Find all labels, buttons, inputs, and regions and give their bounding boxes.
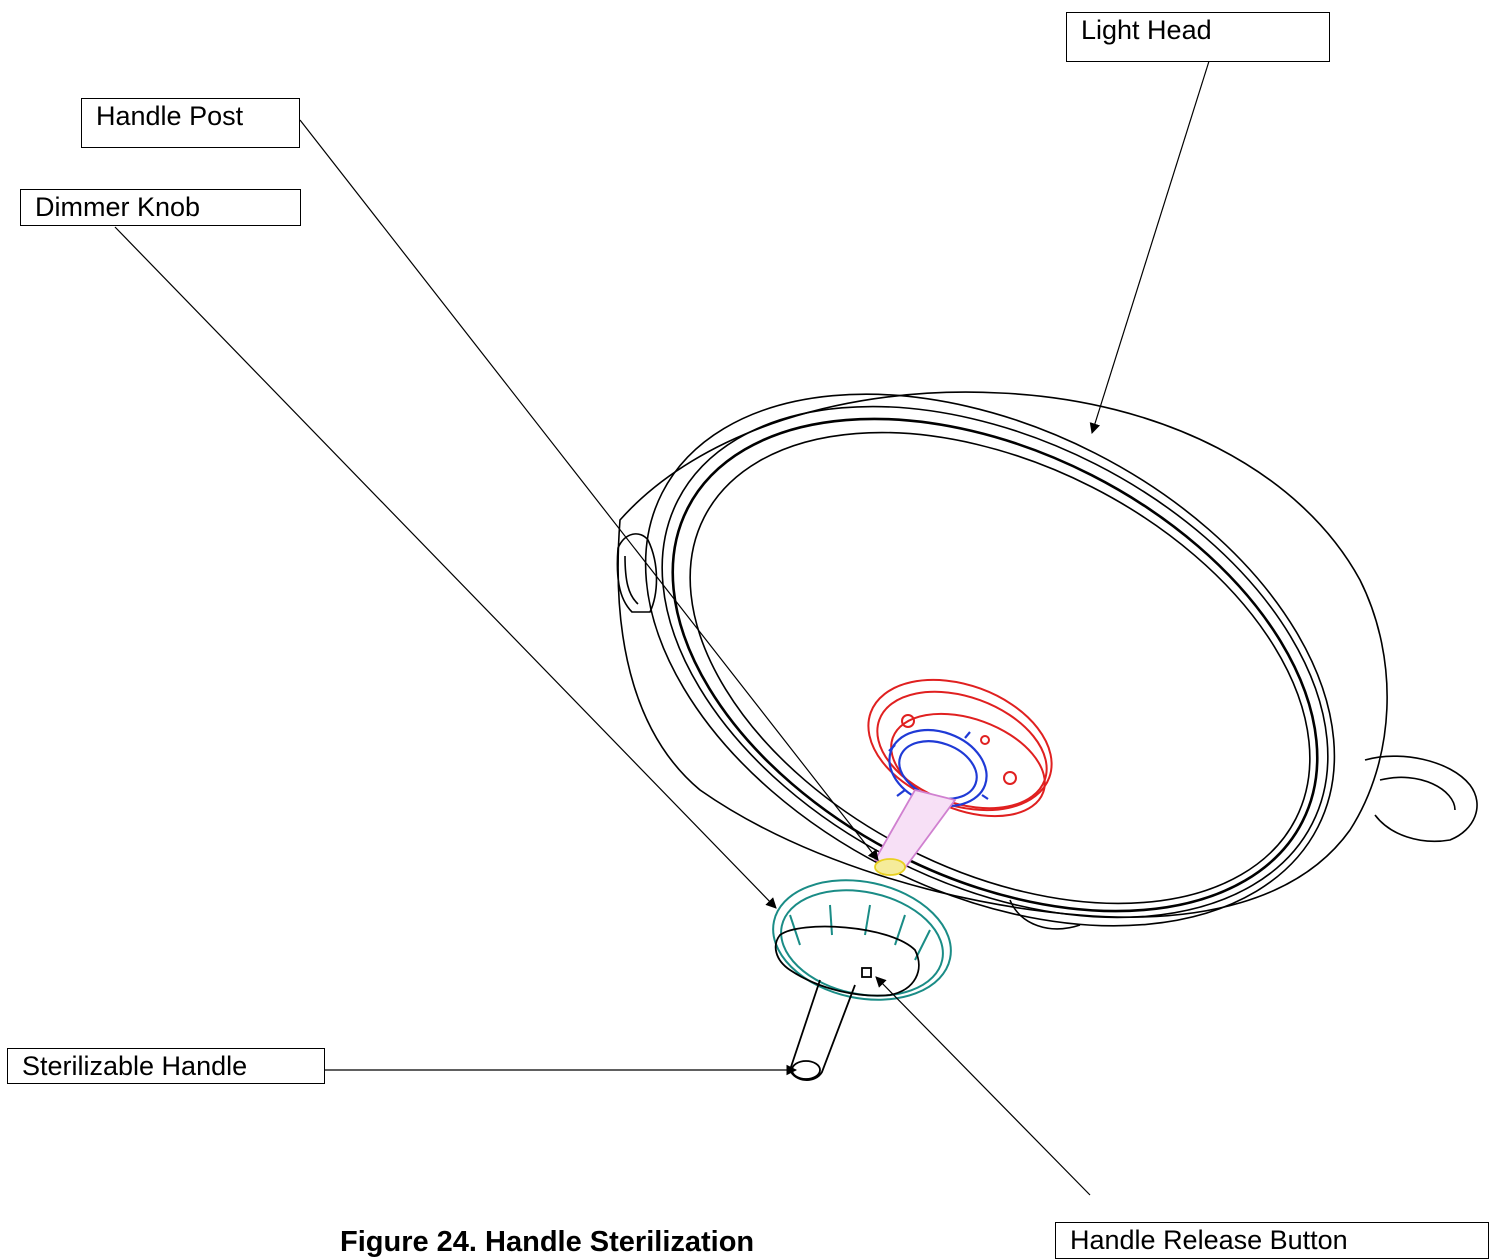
handle-post-leader — [299, 119, 879, 861]
light-head-leader — [1089, 57, 1211, 435]
handle-post-part — [873, 788, 957, 876]
label-dimmer-knob: Dimmer Knob — [20, 189, 301, 226]
dimmer-knob-part — [772, 879, 952, 1001]
dimmer-knob-leader — [114, 226, 777, 909]
figure-caption: Figure 24. Handle Sterilization — [340, 1226, 755, 1258]
light-head — [616, 391, 1478, 930]
label-handle-release-button: Handle Release Button — [1055, 1222, 1489, 1259]
label-light-head: Light Head — [1066, 12, 1330, 62]
callout-lines — [114, 57, 1211, 1196]
label-sterilizable-handle: Sterilizable Handle — [7, 1048, 325, 1084]
release-button-leader — [875, 976, 1091, 1196]
sterilizable-handle-part — [774, 925, 920, 1081]
label-handle-post: Handle Post — [81, 98, 300, 148]
hub — [867, 678, 1053, 818]
release-button-glyph — [861, 967, 872, 978]
